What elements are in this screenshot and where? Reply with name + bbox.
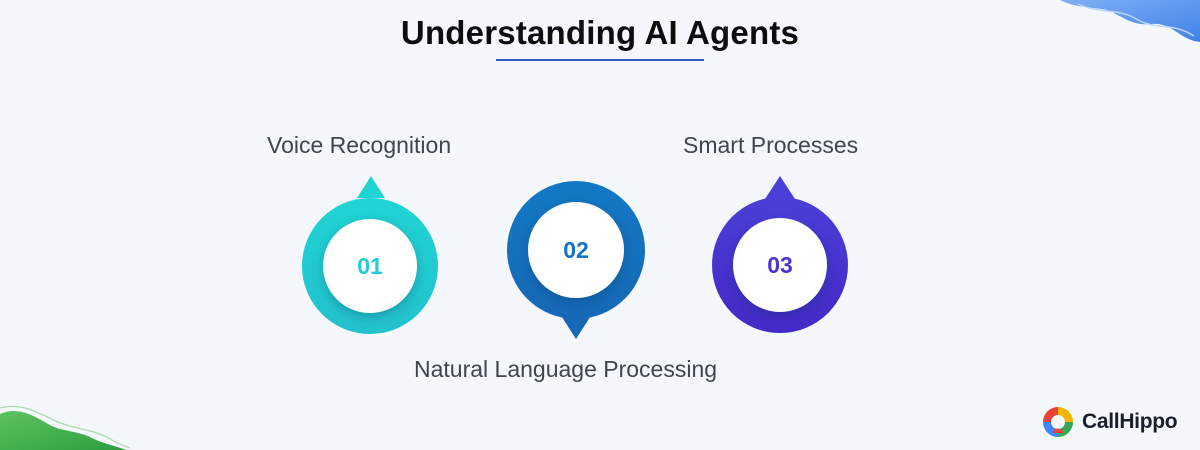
step-label-2: Natural Language Processing	[414, 356, 718, 382]
step-number-3: 03	[767, 252, 793, 278]
title-underline	[496, 59, 704, 61]
pointer-down-2	[560, 314, 592, 339]
logo-text: CallHippo	[1082, 410, 1178, 433]
pointer-up-3	[765, 176, 795, 199]
step-marker-2: 02	[507, 181, 645, 339]
step-label-1: Voice Recognition	[267, 132, 452, 158]
step-marker-3: 03	[712, 176, 848, 333]
step-label-3: Smart Processes	[683, 132, 859, 158]
step-number-1: 01	[357, 253, 383, 279]
callhippo-logo-icon	[1043, 407, 1073, 437]
step-marker-1: 01	[302, 176, 438, 334]
step-number-2: 02	[563, 237, 589, 263]
corner-decoration-green	[0, 405, 130, 450]
page-title: Understanding AI Agents	[400, 14, 800, 51]
pointer-up-1	[357, 176, 385, 198]
corner-decoration-blue	[1060, 0, 1200, 42]
callhippo-logo: CallHippo	[1040, 404, 1178, 440]
